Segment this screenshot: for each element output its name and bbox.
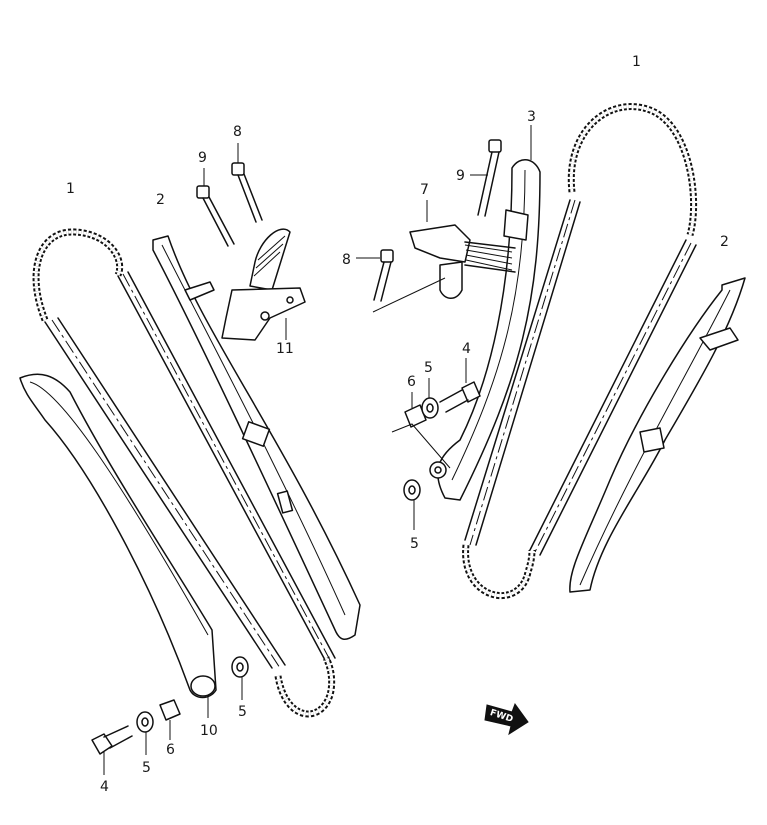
right-bolt-4	[439, 358, 481, 413]
callout-right-tensioner-guide: 3	[527, 109, 536, 125]
right-washer-5-upper	[421, 378, 439, 419]
forward-arrow-icon: FWD	[484, 702, 529, 736]
left-washer-5-lower	[136, 711, 154, 755]
callout-left-spacer6: 6	[166, 742, 175, 758]
left-cam-chain	[32, 228, 336, 718]
left-bolt-9	[196, 168, 235, 247]
right-bolt-8	[356, 249, 446, 313]
callout-left-bolt8: 8	[233, 124, 242, 140]
right-spacer-axis-line	[391, 423, 451, 469]
callout-left-pivot10: 10	[200, 723, 218, 739]
callout-left-chain: 1	[66, 181, 75, 197]
left-spacer-6	[159, 699, 181, 740]
callout-left-guide: 2	[156, 192, 165, 208]
callout-right-bolt9: 9	[456, 168, 465, 184]
callout-right-bolt8: 8	[342, 252, 351, 268]
callout-right-washer5-lower: 5	[410, 536, 419, 552]
callout-right-tensioner7: 7	[420, 182, 429, 198]
callout-right-chain: 1	[632, 54, 641, 70]
left-chain-tensioner	[221, 228, 306, 341]
right-spacer-6	[404, 392, 427, 428]
callout-left-washer5-lower: 5	[142, 760, 151, 776]
left-bolt-8	[231, 143, 263, 223]
right-chain-guide	[569, 277, 746, 593]
callout-right-bolt4: 4	[462, 341, 471, 357]
callout-left-bolt4: 4	[100, 779, 109, 795]
right-washer-5-lower	[403, 479, 421, 530]
right-cam-chain	[462, 103, 698, 600]
right-chain-tensioner	[409, 200, 516, 299]
right-bolt-9	[470, 139, 502, 217]
callout-left-bolt9: 9	[198, 150, 207, 166]
left-chain-guide-curved	[19, 373, 217, 699]
left-washer-5-upper	[231, 656, 249, 700]
callout-right-spacer6: 6	[407, 374, 416, 390]
left-bolt-4	[91, 725, 133, 775]
left-chain-guide	[152, 235, 361, 640]
callout-left-tensioner: 11	[276, 341, 294, 357]
callout-right-guide: 2	[720, 234, 729, 250]
right-tensioner-guide	[429, 125, 541, 501]
callout-left-washer5-upper: 5	[238, 704, 247, 720]
callout-right-washer5-upper: 5	[424, 360, 433, 376]
